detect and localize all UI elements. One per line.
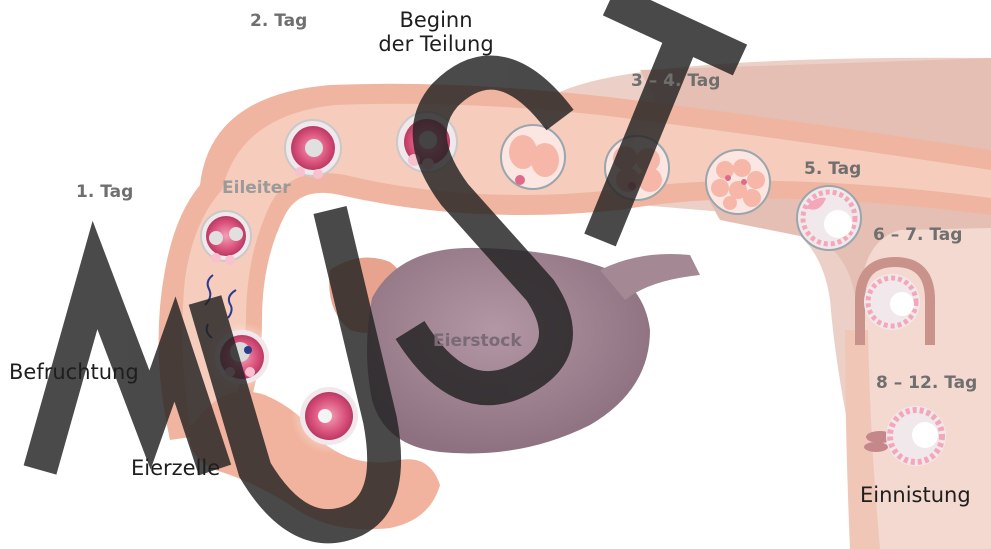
label-fertilization: Befruchtung bbox=[9, 360, 139, 384]
label-division: Beginn der Teilung bbox=[366, 8, 506, 56]
label-division-line2: der Teilung bbox=[366, 32, 506, 56]
cell-blastocyst-day5 bbox=[797, 186, 861, 250]
label-day5: 5. Tag bbox=[804, 160, 861, 180]
label-day6-7: 6 – 7. Tag bbox=[873, 226, 962, 246]
label-day2: 2. Tag bbox=[250, 12, 307, 32]
label-day3-4: 3 – 4. Tag bbox=[631, 72, 720, 92]
cell-two-cell bbox=[501, 125, 565, 189]
label-day1: 1. Tag bbox=[76, 183, 133, 203]
label-division-line1: Beginn bbox=[366, 8, 506, 32]
label-ovary: Eierstock bbox=[433, 332, 522, 352]
cell-morula bbox=[706, 150, 770, 214]
label-oviduct: Eileiter bbox=[222, 179, 291, 199]
label-day8-12: 8 – 12. Tag bbox=[876, 374, 977, 394]
label-implantation: Einnistung bbox=[860, 483, 971, 507]
label-egg-cell: Eierzelle bbox=[131, 456, 220, 480]
